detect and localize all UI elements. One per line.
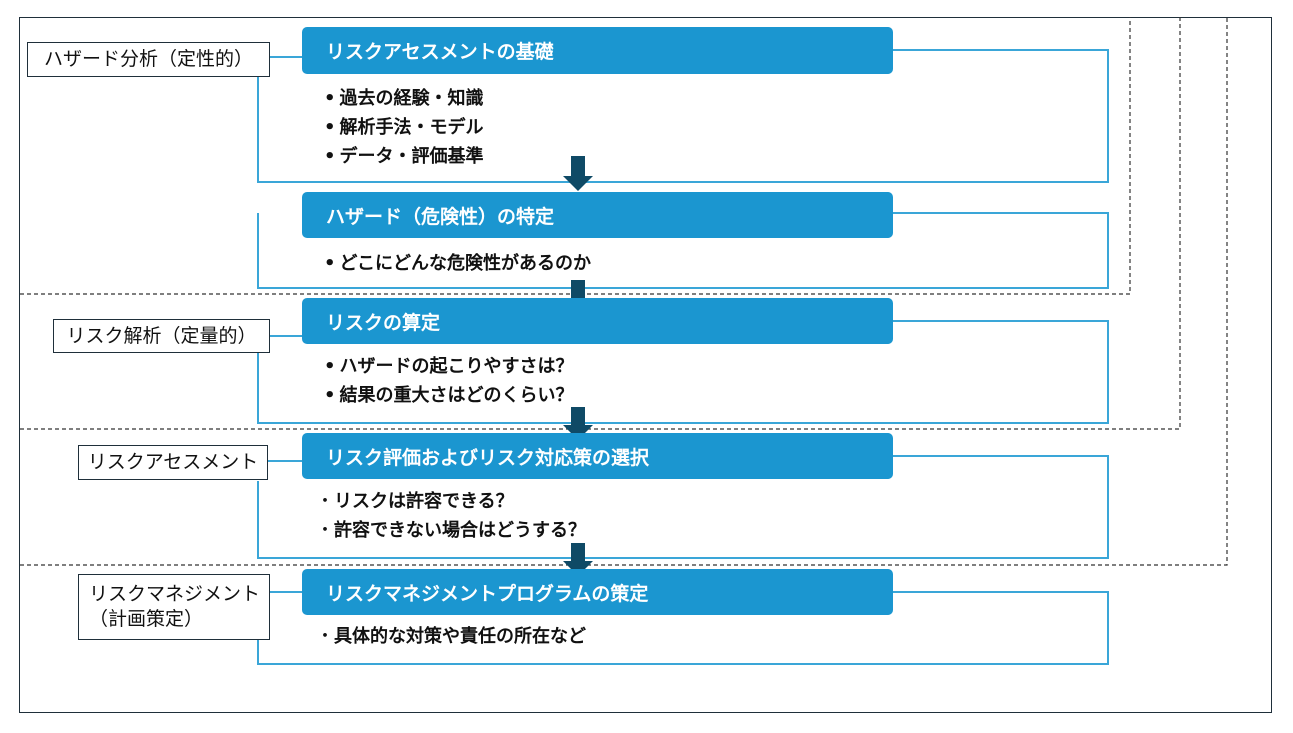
section-label-risk-analysis: リスク解析（定量的） (53, 319, 270, 353)
label-connectors (268, 56, 302, 593)
step-3-bullets: ハザードの起こりやすさは？ 結果の重大さはどのくらい？ (324, 352, 574, 410)
list-item: 結果の重大さはどのくらい？ (324, 381, 574, 410)
list-item: ハザードの起こりやすさは？ (324, 352, 574, 381)
list-item: 過去の経験・知識 (324, 84, 484, 113)
section-label-hazard-analysis: ハザード分析（定性的） (27, 42, 270, 77)
dashed-group-risk-assessment (20, 17, 1228, 566)
bracket-step-5 (257, 591, 1109, 665)
step-header-risk-estimation: リスクの算定 (302, 298, 893, 344)
dashed-group-risk-analysis (20, 17, 1181, 430)
step-header-management-program: リスクマネジメントプログラムの策定 (302, 569, 893, 615)
step-brackets (257, 49, 1109, 665)
step-header-assessment-basics: リスクアセスメントの基礎 (302, 27, 893, 74)
down-arrow-icon (563, 156, 593, 191)
down-arrow-icon (563, 543, 593, 576)
step-header-risk-evaluation: リスク評価およびリスク対応策の選択 (302, 433, 893, 479)
list-item: 具体的な対策や責任の所在など (316, 622, 586, 651)
list-item: データ・評価基準 (324, 142, 484, 171)
bracket-step-2 (257, 212, 1109, 289)
list-item: 解析手法・モデル (324, 113, 484, 142)
step-header-hazard-identification: ハザード（危険性）の特定 (302, 192, 893, 238)
bracket-step-4 (257, 455, 1109, 559)
list-item: リスクは許容できる？ (316, 487, 586, 516)
step-1-bullets: 過去の経験・知識 解析手法・モデル データ・評価基準 (324, 84, 484, 171)
dashed-group-hazard (20, 17, 1131, 295)
down-arrow-icon (563, 407, 593, 440)
bracket-step-3 (257, 320, 1109, 424)
list-item: どこにどんな危険性があるのか (324, 249, 591, 278)
section-label-risk-management: リスクマネジメント （計画策定） (78, 574, 270, 640)
step-5-bullets: 具体的な対策や責任の所在など (316, 622, 586, 651)
bracket-step-1 (257, 49, 1109, 183)
step-2-bullets: どこにどんな危険性があるのか (324, 249, 591, 278)
dashed-group-borders (20, 17, 1228, 566)
section-label-risk-assessment: リスクアセスメント (78, 445, 268, 480)
diagram-frame (19, 17, 1272, 713)
list-item: 許容できない場合はどうする？ (316, 516, 586, 545)
step-4-bullets: リスクは許容できる？ 許容できない場合はどうする？ (316, 487, 586, 545)
